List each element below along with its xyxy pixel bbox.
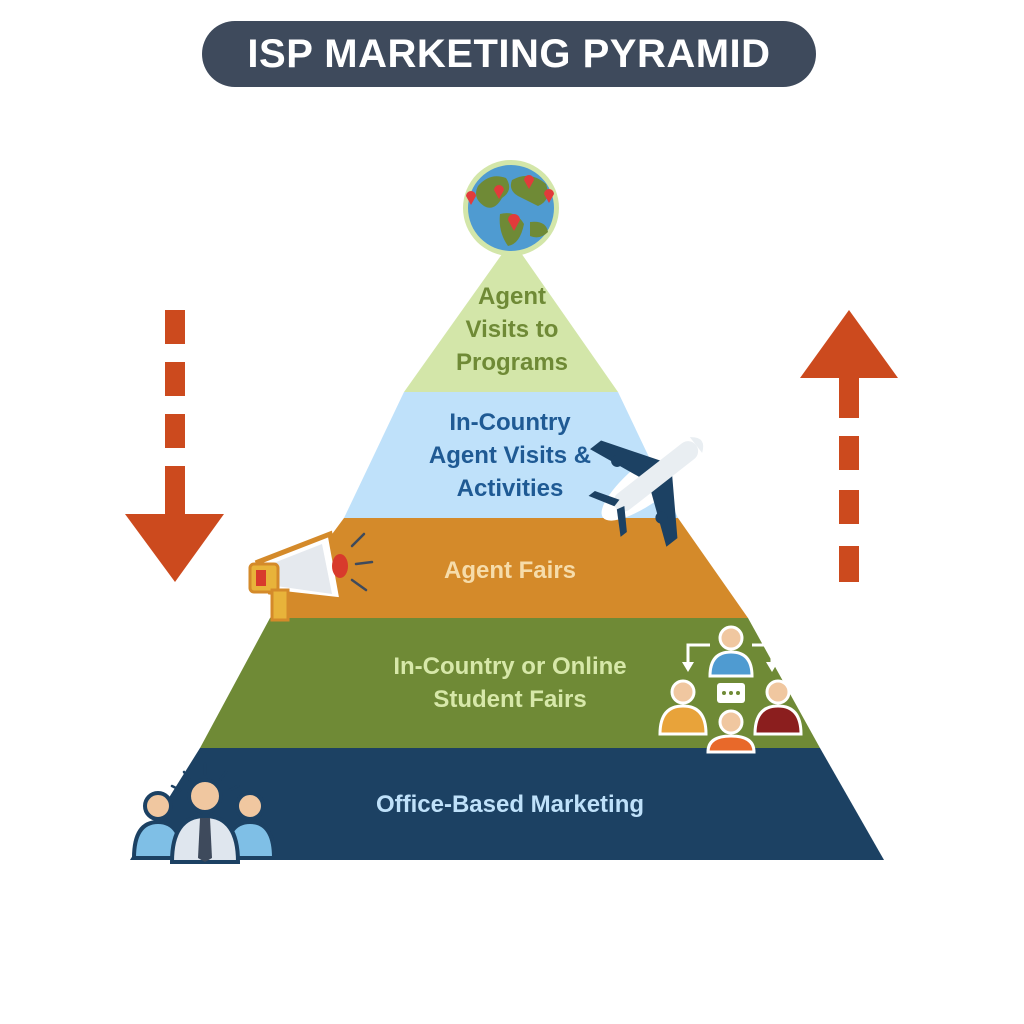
page-title: ISP MARKETING PYRAMID <box>247 31 771 76</box>
airplane-icon <box>588 433 709 547</box>
level-4-label: In-Country or Online Student Fairs <box>393 653 627 713</box>
down-arrow-icon <box>125 310 224 582</box>
pyramid-level-1 <box>404 240 618 392</box>
title-banner: ISP MARKETING PYRAMID <box>202 21 816 87</box>
pyramid-level-5 <box>130 748 884 860</box>
pyramid-level-3 <box>270 518 748 618</box>
student-group-icon <box>658 625 803 754</box>
level-5-label: Office-Based Marketing <box>375 791 645 818</box>
globe-icon <box>463 160 559 256</box>
level-1-label: Agent Visits to Programs <box>455 283 569 376</box>
office-team-icon <box>131 762 277 864</box>
level-2-label: In-Country Agent Visits & Activities <box>428 409 592 502</box>
up-arrow-icon <box>800 310 898 582</box>
pyramid-level-2 <box>344 392 678 518</box>
level-3-label: Agent Fairs <box>443 557 577 584</box>
megaphone-icon <box>248 530 374 622</box>
